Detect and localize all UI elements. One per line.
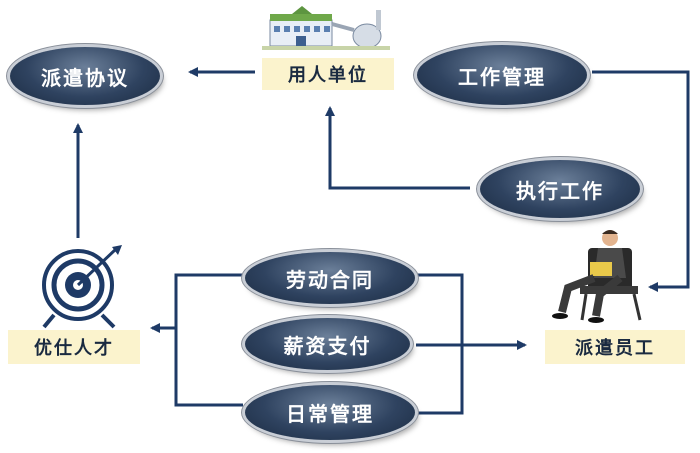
node-dispatched-employee: 派遣员工: [545, 330, 685, 364]
node-execute-work-label: 执行工作: [516, 178, 604, 203]
node-salary-payment: 薪资支付: [245, 318, 410, 370]
node-labor-contract: 劳动合同: [245, 252, 415, 304]
node-daily-management-label: 日常管理: [286, 402, 374, 426]
node-daily-management: 日常管理: [245, 385, 415, 440]
node-salary-payment-label: 薪资支付: [283, 333, 372, 358]
node-talent-provider-label: 优仕人才: [34, 338, 114, 359]
node-dispatched-employee-label: 派遣员工: [575, 338, 655, 359]
node-dispatch-agreement: 派遣协议: [10, 47, 160, 105]
arrow-execute-to-employer: [325, 106, 470, 190]
node-work-management: 工作管理: [417, 45, 587, 105]
node-employer: 用人单位: [262, 58, 394, 90]
node-labor-contract-label: 劳动合同: [286, 267, 374, 292]
node-talent-provider: 优仕人才: [8, 330, 140, 364]
node-execute-work: 执行工作: [480, 160, 640, 218]
factory-icon: [262, 6, 390, 50]
target-icon: [42, 245, 122, 329]
businessman-icon: [552, 230, 642, 323]
node-work-management-label: 工作管理: [458, 64, 546, 89]
arrow-workmgmt-to-employee: [592, 70, 690, 292]
bracket-left: [174, 273, 245, 407]
node-dispatch-agreement-label: 派遣协议: [41, 65, 129, 90]
node-employer-label: 用人单位: [288, 65, 368, 86]
